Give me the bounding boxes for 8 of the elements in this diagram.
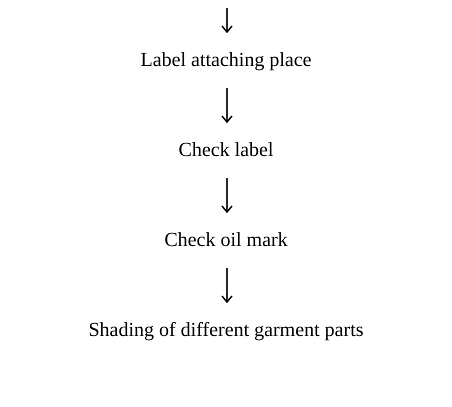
arrow <box>221 88 233 123</box>
arrow <box>221 8 233 33</box>
step-text: Shading of different garment parts <box>88 319 364 341</box>
step-text: Check oil mark <box>164 229 288 251</box>
arrow <box>221 178 233 213</box>
step-text: Label attaching place <box>140 49 312 71</box>
arrow <box>221 268 233 303</box>
step-text: Check label <box>178 139 274 161</box>
